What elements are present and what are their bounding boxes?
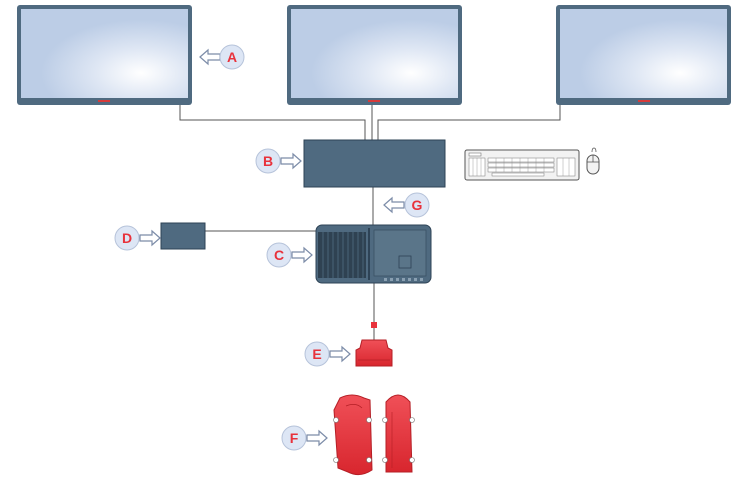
hollow-arrow-icon: [383, 197, 405, 213]
hollow-arrow-icon: [199, 49, 221, 65]
monitor-center: [287, 5, 462, 105]
hollow-arrow-icon: [280, 153, 302, 169]
callout-a-letter: A: [227, 49, 237, 65]
hollow-arrow-icon: [291, 247, 313, 263]
callout-c: C: [266, 242, 313, 268]
keyboard-icon: [464, 149, 580, 181]
power-led: [638, 100, 650, 102]
callout-g: G: [383, 192, 430, 218]
monitor-screen: [560, 9, 727, 98]
callout-a: A: [199, 44, 245, 70]
power-led: [98, 100, 110, 102]
monitor-screen: [291, 9, 458, 98]
callout-b-letter: B: [263, 153, 273, 169]
monitor-screen: [21, 9, 188, 98]
hollow-arrow-icon: [329, 346, 351, 362]
device-d-box: [160, 222, 206, 250]
cable-monitor-right: [377, 103, 561, 140]
callout-f-letter: F: [290, 430, 299, 446]
monitor-left: [17, 5, 192, 105]
hollow-arrow-icon: [306, 430, 328, 446]
device-f-left: [333, 394, 373, 476]
monitor-right: [556, 5, 731, 105]
callout-e: E: [304, 341, 351, 367]
callout-g-letter: G: [412, 197, 423, 213]
callout-d: D: [114, 225, 161, 251]
cables: [179, 103, 561, 322]
mouse-icon: [586, 147, 600, 175]
callout-e-letter: E: [312, 346, 321, 362]
callout-c-letter: C: [274, 247, 284, 263]
callout-b: B: [255, 148, 302, 174]
switch-box: [303, 139, 446, 188]
hollow-arrow-icon: [139, 230, 161, 246]
device-f-right: [382, 394, 415, 473]
callout-d-letter: D: [122, 230, 132, 246]
callout-f: F: [281, 425, 328, 451]
device-e: [355, 322, 393, 367]
cable-monitor-left: [179, 103, 366, 140]
workstation: [315, 224, 432, 284]
power-led: [368, 100, 380, 102]
device-f: [333, 394, 415, 476]
